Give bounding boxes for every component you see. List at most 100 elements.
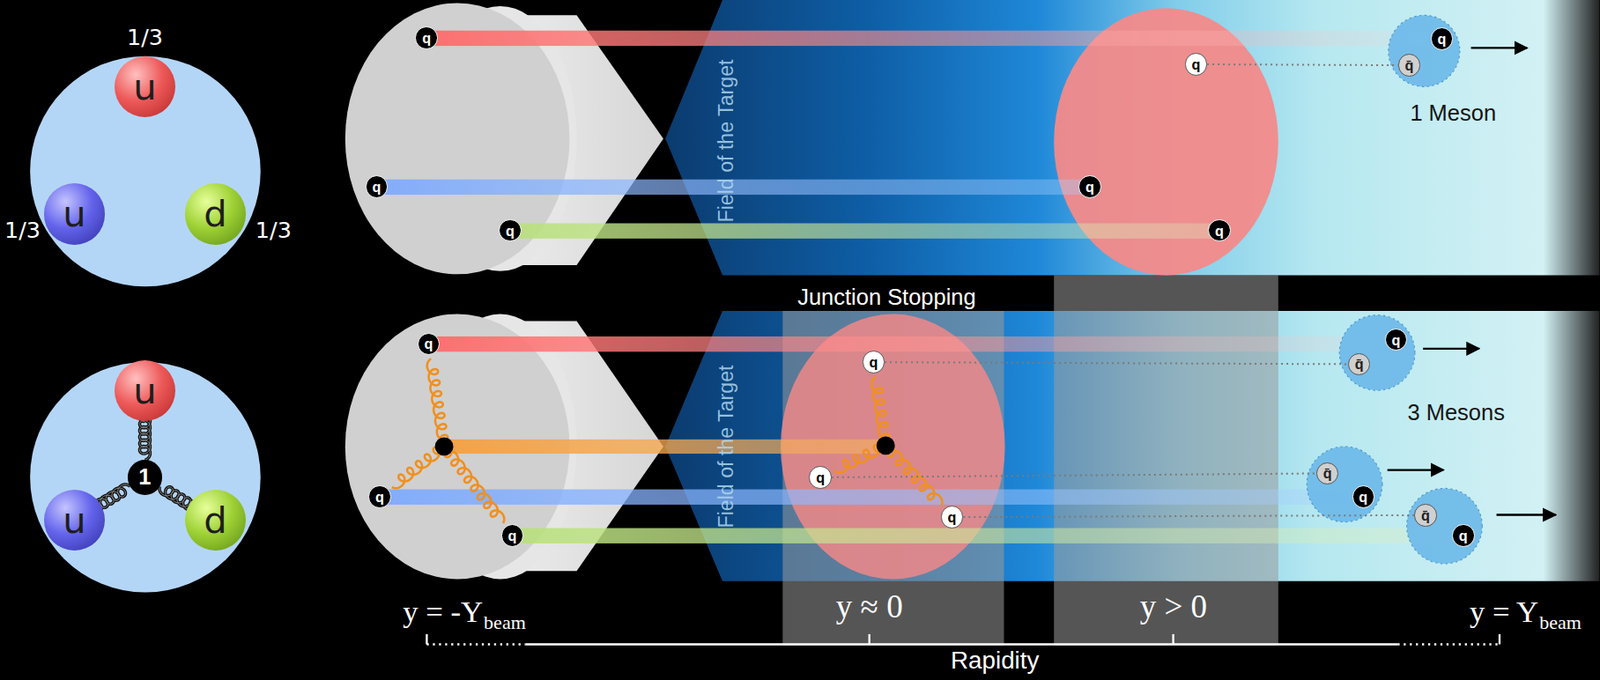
gluon-line [427,358,450,452]
antiquark-circle: q̄ [1316,462,1339,485]
quark-label: q [505,223,515,238]
antiquark-circle: q̄ [1348,353,1371,376]
quark-label: u [62,195,86,233]
quark-circle: q [368,485,391,508]
meson-blob [1388,14,1460,87]
quark-circle: q [365,175,388,198]
axis-label-group: y = -Ybeam [402,597,526,629]
quark-label: q [815,470,825,485]
axis-value: y = -Y [402,597,483,629]
quark-label: q [1085,179,1095,194]
quark-label: q̄ [1404,58,1414,73]
quark-streak [512,528,1465,544]
charge-fraction: 1/3 [126,26,163,49]
quark-circle: q [1207,219,1230,242]
valence-quark: u [44,489,105,551]
axis-value: y > 0 [1140,591,1208,624]
axis-title: Rapidity [950,649,1039,675]
quark-circle: q [501,524,524,547]
junction-dot [876,436,896,455]
meson-arrow [1387,468,1445,471]
quark-circle: q [862,350,885,373]
meson-count: 1 Meson [1409,102,1497,125]
meson-arrow [1471,46,1528,49]
axis-value: y = Y [1469,597,1539,629]
gluon-lines [392,358,943,524]
charge-fraction: 1/3 [4,219,41,242]
meson-binding-line [884,362,1349,364]
quark-circle: q [1078,175,1101,198]
quark-label: q [948,510,957,525]
quark-circle: q [1385,328,1408,351]
quark-label: q [1214,223,1224,238]
antiquark-circle: q̄ [1414,503,1437,526]
quark-label: q [1358,489,1368,504]
dotted-line [831,473,1317,477]
quark-label: d [203,502,227,540]
meson-blob [1339,315,1415,392]
quark-label: u [133,68,156,106]
field-label: Field of the Target [716,365,737,529]
junction-dot [435,437,454,457]
meson-blob [1306,446,1383,523]
quark-label: q̄ [1355,356,1364,371]
meson-blob [1407,488,1483,564]
baryon-junction: 1 [127,459,163,495]
quark-label: 1 [138,466,151,489]
meson-arrow [1422,348,1480,350]
charge-fraction: 1/3 [255,219,292,242]
quark-circle: q [1352,485,1375,508]
quark-circle: q [1185,52,1208,75]
quark-label: q [422,30,431,45]
quark-label: q [507,528,517,543]
quark-circle: q [498,219,521,242]
row-title: Junction Stopping [797,286,976,309]
quark-circle: q [414,26,438,49]
axis-value: y ≈ 0 [836,591,904,624]
quark-label: d [203,195,227,233]
quark-label: q [868,355,878,370]
antiquark-circle: q̄ [1398,53,1421,76]
quark-circle: q [1430,27,1453,50]
dotted-line [884,362,1349,364]
quark-label: q [371,179,381,194]
meson-binding-line [962,515,1415,518]
field-label: Field of the Target [716,59,737,223]
meson-binding-line [1207,64,1399,66]
quark-circle: q [417,333,440,356]
quark-streak [426,30,1438,46]
axis-label-group: y = Ybeam [1469,597,1582,629]
valence-quark: u1/3 [114,56,176,118]
quark-label: q̄ [1421,508,1430,523]
quark-label: q [375,489,385,504]
quark-streak [510,222,1219,238]
quark-label: q [1391,333,1400,348]
dotted-line [1207,64,1399,66]
quark-label: q̄ [1323,466,1333,481]
quark-label: u [133,372,156,410]
axis-subscript: beam [483,613,526,633]
dotted-line [962,515,1415,518]
quark-label: u [62,502,86,540]
valence-quark: u1/3 [44,183,105,245]
quark-label: q [1459,528,1468,543]
quark-streak [379,489,1363,505]
proton-circle [29,56,261,288]
quark-circle: q [808,466,831,489]
rapidity-axis [426,634,1500,645]
valence-quark: d1/3 [185,183,246,245]
valence-quark: u [114,360,176,422]
quark-streak [429,336,1399,352]
quark-circle: q [1451,524,1475,547]
meson-count: 3 Mesons [1407,401,1504,424]
meson-binding-line [831,473,1317,477]
rapidity-column [1053,275,1279,646]
quark-label: q [1191,57,1200,72]
proton-circle [29,362,261,593]
meson-arrow [1496,513,1556,516]
quark-label: q [1437,31,1447,46]
